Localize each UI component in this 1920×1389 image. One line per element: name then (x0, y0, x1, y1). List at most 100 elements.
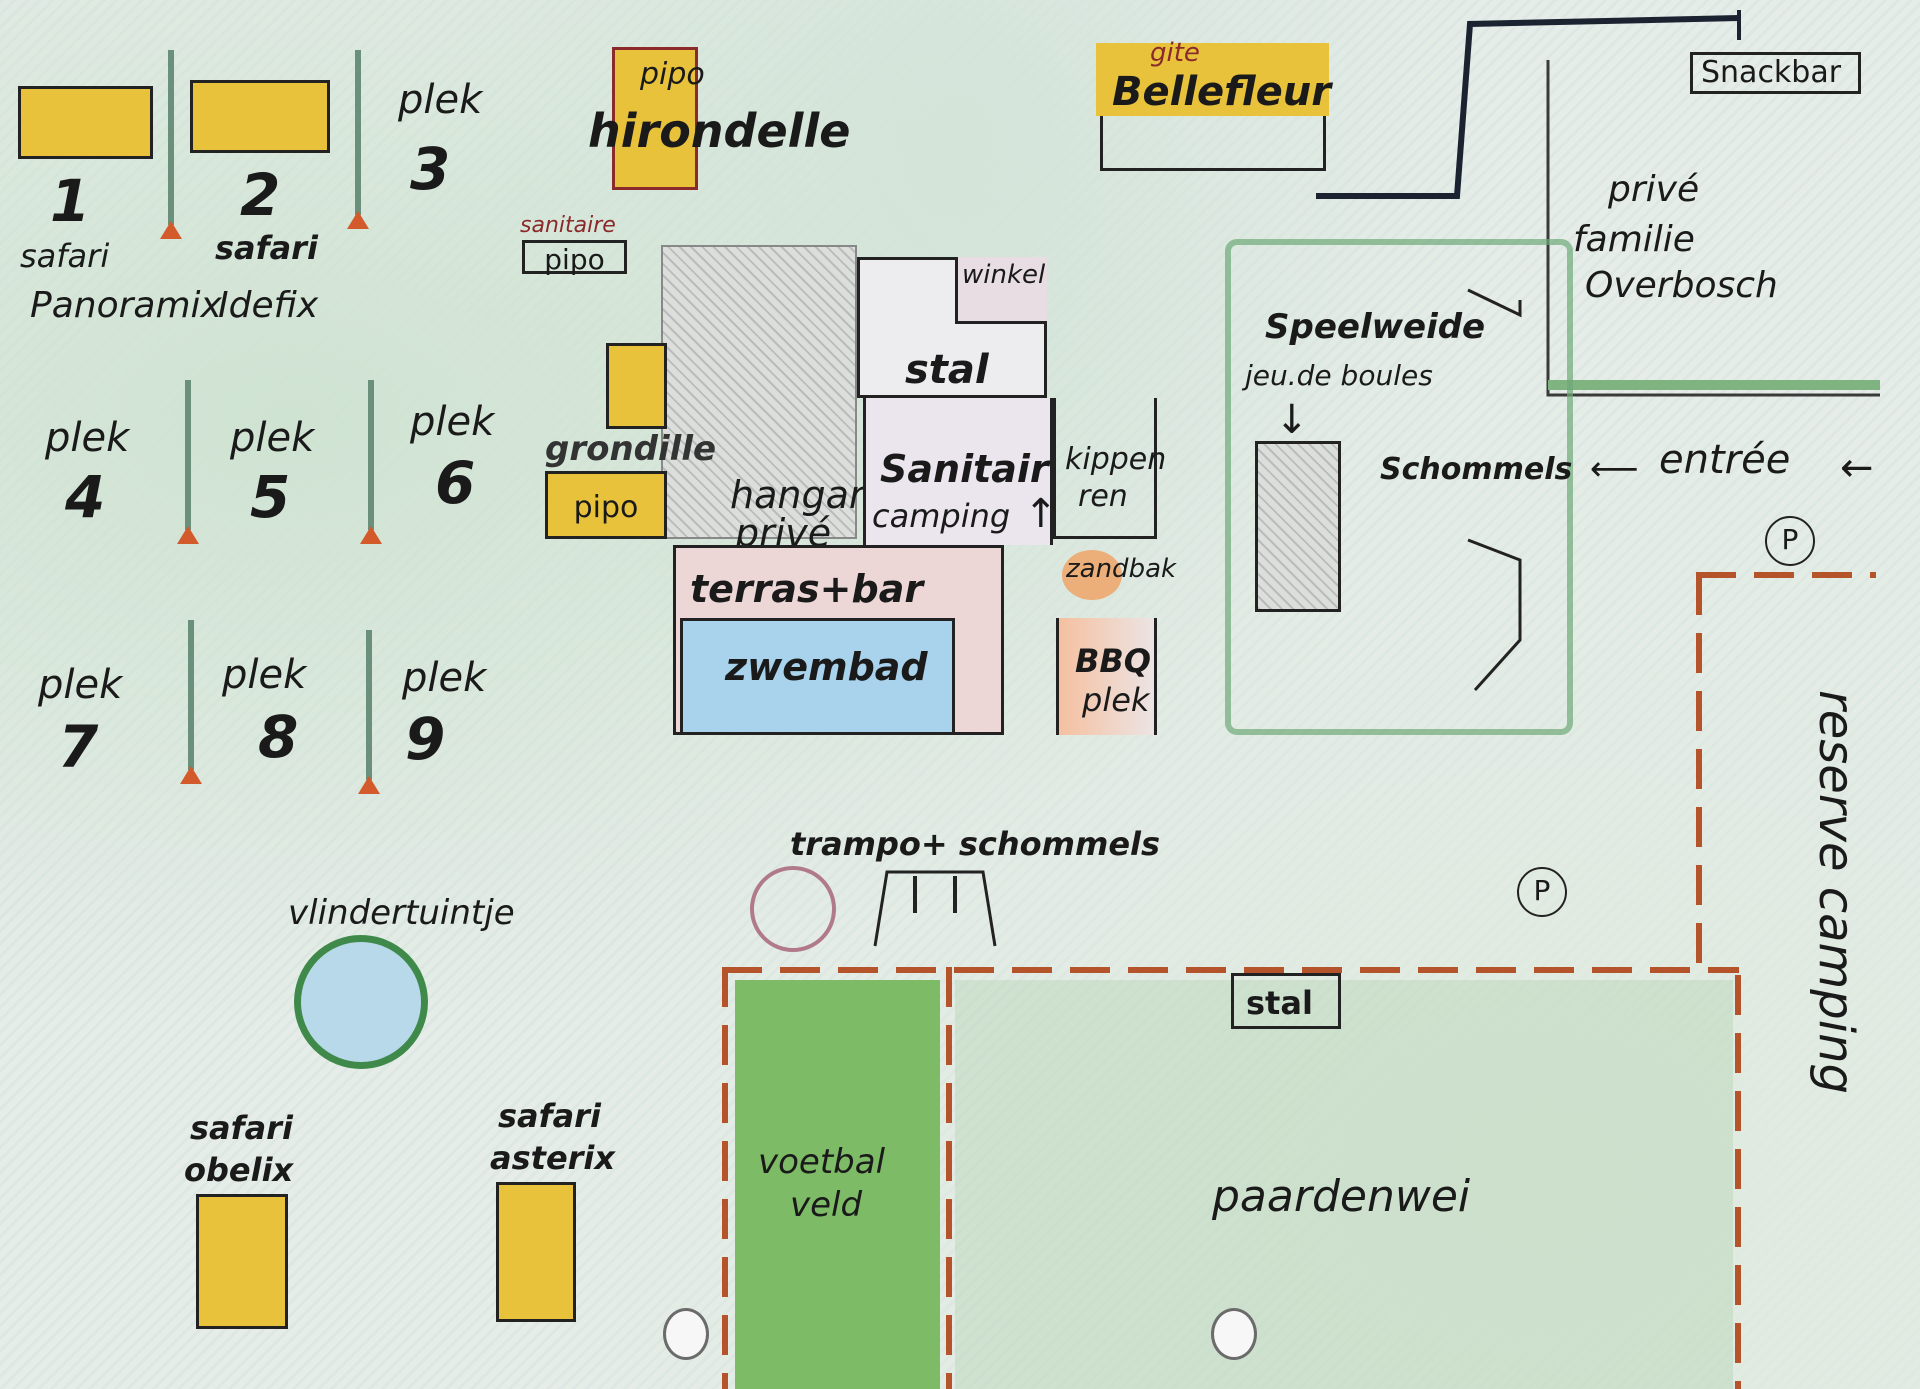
fence (1696, 575, 1702, 975)
plek-5-label: plek (230, 415, 315, 461)
hangar-prive[interactable] (661, 245, 857, 539)
stal-building[interactable] (857, 257, 1047, 398)
gite-top: gite (1150, 38, 1200, 68)
plek-5-number: 5 (250, 463, 291, 531)
plek-6-number: 6 (435, 449, 476, 517)
hirondelle-label: hirondelle (588, 104, 851, 158)
sanitaire-pipo-box[interactable]: pipo (522, 240, 627, 276)
entrance-arrow-icon: ← (1840, 445, 1874, 491)
punch-hole (663, 1308, 709, 1360)
sanitair-line1: Sanitair (880, 447, 1049, 491)
plek-7-label: plek (38, 662, 123, 708)
fence (1696, 572, 1876, 578)
zandbak-sand (1062, 550, 1122, 600)
hirondelle-top: pipo (640, 57, 705, 92)
fence (722, 967, 1739, 973)
plek-8-label: plek (222, 652, 307, 698)
tree-icon (160, 50, 182, 239)
zwembad-label: zwembad (725, 645, 928, 689)
asterix-line2: asterix (490, 1139, 616, 1177)
plek-3-number: 3 (410, 135, 451, 203)
private-line2: familie (1573, 219, 1695, 260)
speelweide-label: Speelweide (1265, 307, 1486, 347)
gite-label: Bellefleur (1112, 69, 1331, 115)
arrow-up-icon: ↑ (1024, 491, 1058, 537)
parking-icon[interactable]: P (1765, 516, 1815, 566)
stal-field-label: stal (1246, 984, 1313, 1022)
tree-icon (360, 380, 382, 544)
private-line1: privé (1608, 169, 1700, 210)
paardenwei-label: paardenwei (1212, 1171, 1471, 1222)
jeu-de-boules-label: jeu.de boules (1245, 359, 1433, 392)
site-2-number: 2 (240, 161, 281, 229)
plek-9-number: 9 (405, 705, 446, 773)
obelix-line2: obelix (184, 1151, 294, 1189)
asterix-line1: safari (498, 1097, 601, 1135)
hangar-line1: hangar (730, 473, 865, 517)
site-2-name: Idefix (218, 285, 319, 326)
plek-8-number: 8 (258, 703, 299, 771)
site-1-tent[interactable] (18, 86, 153, 159)
site-2-type: safari (215, 229, 318, 267)
gite-bellefleur[interactable] (1096, 43, 1329, 116)
kippenren-line1: kippen (1065, 442, 1167, 477)
jeu-de-boules-court[interactable] (1255, 441, 1341, 612)
fence (722, 967, 728, 1389)
punch-hole (1211, 1308, 1257, 1360)
schommels-label: Schommels (1380, 452, 1573, 487)
bbq-line1: BBQ (1075, 642, 1151, 680)
site-2-tent[interactable] (190, 80, 330, 153)
trampo-label: trampo+ schommels (790, 825, 1161, 863)
sanitaire-pipo-label: pipo (544, 243, 605, 276)
speelweide-area[interactable] (1225, 239, 1573, 735)
voetbalveld[interactable] (735, 980, 940, 1389)
gite-outline (1100, 116, 1326, 171)
stal-label: stal (905, 347, 989, 393)
voetbalveld-line1: voetbal (758, 1142, 886, 1182)
sanitaire-pipo-top: sanitaire (520, 213, 616, 238)
plek-4-label: plek (45, 415, 130, 461)
kippenren-line2: ren (1078, 479, 1128, 514)
pipo-lower-label: pipo (573, 490, 639, 525)
plek-9-label: plek (402, 655, 487, 701)
tree-icon (180, 620, 202, 784)
safari-asterix-tent[interactable] (496, 1182, 576, 1322)
stal-field-box[interactable]: stal (1231, 973, 1341, 1029)
zwembad[interactable] (680, 618, 955, 735)
parking-icon[interactable]: P (1517, 867, 1567, 917)
bbq-line2: plek (1082, 681, 1150, 719)
snackbar-label: Snackbar (1701, 55, 1842, 90)
sanitair-line2: camping (872, 497, 1011, 535)
swing-icon (873, 870, 997, 947)
grondille-label: grondille (545, 429, 717, 469)
arrow-down-icon: ↓ (1275, 397, 1309, 443)
winkel-building[interactable] (955, 257, 1047, 324)
fence (946, 967, 952, 1389)
grondille-building[interactable] (606, 343, 667, 429)
fence (1735, 975, 1741, 1389)
plek-7-number: 7 (58, 713, 99, 781)
hirondelle-building[interactable] (612, 47, 698, 190)
site-1-type: safari (20, 237, 110, 275)
kippenren[interactable] (1053, 398, 1157, 539)
tree-icon (358, 630, 380, 794)
vlindertuintje-garden[interactable] (294, 935, 428, 1069)
plek-3-label: plek (398, 77, 483, 123)
trampoline-icon[interactable] (750, 866, 836, 952)
pipo-lower-building[interactable]: pipo (545, 471, 667, 539)
vlindertuintje-label: vlindertuintje (288, 893, 515, 933)
terras-label: terras+bar (690, 567, 924, 611)
safari-obelix-tent[interactable] (196, 1194, 288, 1329)
private-line3: Overbosch (1585, 265, 1778, 306)
sanitair-camping[interactable] (863, 398, 1053, 545)
entree-label[interactable]: entrée (1659, 437, 1791, 483)
tree-icon (347, 50, 369, 229)
voetbalveld-line2: veld (790, 1185, 863, 1225)
bbq-plek[interactable] (1056, 618, 1157, 735)
reserve-camping-label: reserve camping (1808, 690, 1864, 1094)
arrow-left-icon: ⟵ (1590, 449, 1639, 489)
tree-icon (177, 380, 199, 544)
paardenwei[interactable] (955, 980, 1733, 1389)
snackbar-box[interactable]: Snackbar (1690, 52, 1861, 94)
